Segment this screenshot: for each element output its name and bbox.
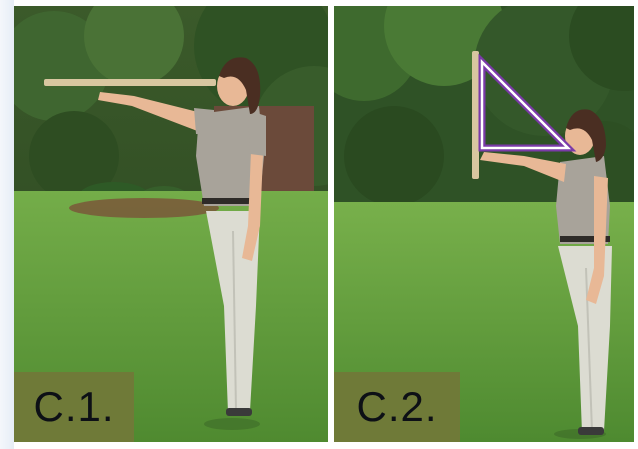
page-edge-strip bbox=[0, 0, 14, 449]
person-figure bbox=[98, 57, 266, 430]
photo-c2-illustration bbox=[334, 6, 634, 442]
panel-label-c1: C.1. bbox=[14, 372, 134, 442]
triangle-overlay-inner bbox=[480, 58, 572, 150]
photo-c1-illustration bbox=[14, 6, 328, 442]
person-figure bbox=[480, 109, 612, 439]
photo-panel-c2: C.2. bbox=[334, 6, 634, 442]
photo-panel-c1: C.1. bbox=[14, 6, 328, 442]
measuring-stick bbox=[472, 51, 479, 179]
panel-label-c2: C.2. bbox=[334, 372, 460, 442]
measuring-stick bbox=[44, 79, 216, 86]
